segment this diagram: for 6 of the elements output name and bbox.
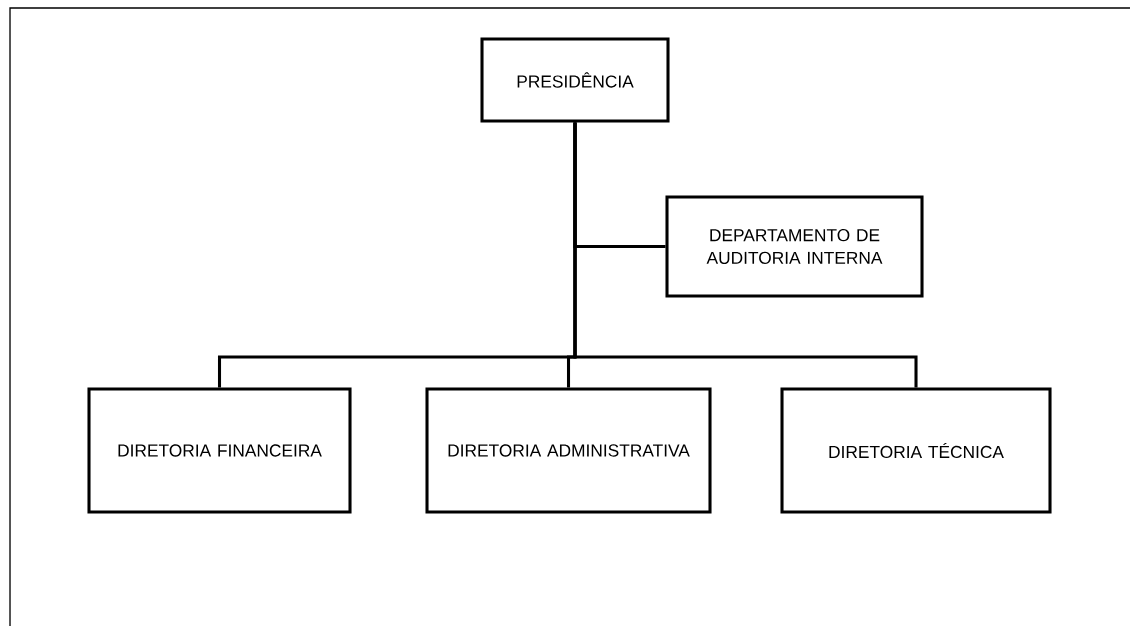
org-box: DIRETORIA TÉCNICA: [780, 387, 1052, 514]
org-box: DEPARTAMENTO DE AUDITORIA INTERNA: [665, 195, 924, 298]
org-box: DIRETORIA FINANCEIRA: [87, 387, 352, 514]
org-box: PRESIDÊNCIA: [480, 37, 670, 123]
org-box: DIRETORIA ADMINISTRATIVA: [425, 387, 712, 514]
connector-line: [573, 122, 918, 388]
